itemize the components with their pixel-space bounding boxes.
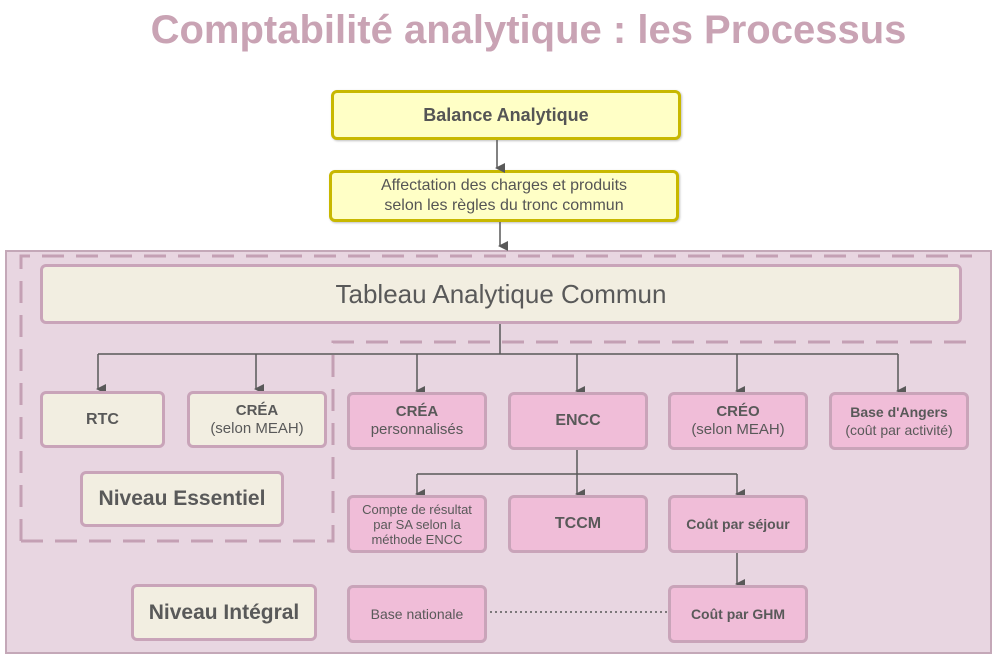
encc-box: ENCC bbox=[508, 392, 648, 450]
creo-sub: (selon MEAH) bbox=[691, 421, 785, 438]
affectation-box: Affectation des charges et produits selo… bbox=[329, 170, 679, 222]
base-angers-title: Base d'Angers bbox=[850, 404, 948, 420]
creo-box: CRÉO (selon MEAH) bbox=[668, 392, 808, 450]
rtc-box: RTC bbox=[40, 391, 165, 448]
base-nationale-label: Base nationale bbox=[370, 606, 464, 622]
compte-line-2: par SA selon la bbox=[373, 516, 461, 532]
niveau-integral-dashed-outline bbox=[19, 254, 972, 541]
crea-perso-sub: personnalisés bbox=[370, 421, 464, 438]
crea-meah-sub: (selon MEAH) bbox=[210, 419, 304, 437]
niveau-integral-label-box: Niveau Intégral bbox=[131, 584, 317, 641]
cout-sejour-box: Coût par séjour bbox=[668, 495, 808, 553]
balance-analytique-box: Balance Analytique bbox=[331, 90, 681, 140]
cout-ghm-box: Coût par GHM bbox=[668, 585, 808, 643]
base-angers-sub: (coût par activité) bbox=[845, 422, 953, 438]
affectation-line-2: selon les règles du tronc commun bbox=[384, 197, 624, 214]
compte-resultat-box: Compte de résultat par SA selon la métho… bbox=[347, 495, 487, 553]
niveau-essentiel-dashed-outline bbox=[21, 340, 972, 543]
balance-analytique-label: Balance Analytique bbox=[423, 104, 589, 125]
crea-personnalises-box: CRÉA personnalisés bbox=[347, 392, 487, 450]
crea-perso-title: CRÉA bbox=[395, 403, 439, 420]
encc-label: ENCC bbox=[555, 412, 601, 429]
niveau-essentiel-label: Niveau Essentiel bbox=[98, 487, 266, 510]
tableau-analytique-commun-box: Tableau Analytique Commun bbox=[40, 264, 962, 324]
crea-meah-box: CRÉA (selon MEAH) bbox=[187, 391, 327, 448]
creo-title: CRÉO bbox=[716, 403, 760, 420]
tccm-label: TCCM bbox=[554, 515, 602, 532]
compte-line-3: méthode ENCC bbox=[371, 531, 463, 547]
niveau-essentiel-label-box: Niveau Essentiel bbox=[80, 471, 284, 527]
base-nationale-box: Base nationale bbox=[347, 585, 487, 643]
base-angers-box: Base d'Angers (coût par activité) bbox=[829, 392, 969, 450]
tableau-analytique-commun-label: Tableau Analytique Commun bbox=[335, 278, 667, 309]
affectation-line-1: Affectation des charges et produits bbox=[380, 177, 628, 194]
tccm-box: TCCM bbox=[508, 495, 648, 553]
page-title: Comptabilité analytique : les Processus bbox=[150, 8, 907, 52]
niveau-integral-label: Niveau Intégral bbox=[148, 600, 300, 624]
cout-sejour-label: Coût par séjour bbox=[686, 516, 790, 532]
crea-meah-title: CRÉA bbox=[235, 401, 279, 419]
rtc-label: RTC bbox=[86, 410, 119, 428]
cout-ghm-label: Coût par GHM bbox=[690, 606, 786, 622]
compte-line-1: Compte de résultat bbox=[362, 501, 472, 517]
